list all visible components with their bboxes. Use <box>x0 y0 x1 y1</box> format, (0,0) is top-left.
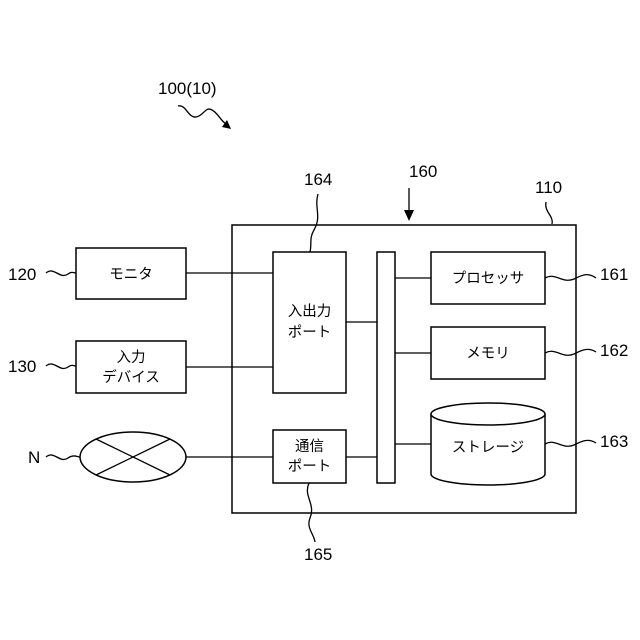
monitor-ref: 120 <box>8 265 36 284</box>
io-port-box <box>273 252 346 393</box>
memory-label: メモリ <box>466 346 510 362</box>
system-ref: 110 <box>535 178 562 197</box>
memory-ref: 162 <box>600 341 628 360</box>
bus-ref: 160 <box>409 162 437 181</box>
bus-arrowhead <box>404 210 414 221</box>
storage-cylinder-top <box>431 403 545 425</box>
figure-label-leader <box>178 106 226 124</box>
processor-label: プロセッサ <box>452 270 525 287</box>
monitor-leader <box>46 271 76 276</box>
storage-ref: 163 <box>600 432 628 451</box>
network-leader <box>46 455 80 460</box>
input-device-ref: 130 <box>8 357 36 376</box>
figure-label: 100(10) <box>158 79 217 98</box>
io-port-label-line1: 入出力 <box>288 303 332 320</box>
comm-port-box <box>273 430 346 483</box>
storage-label: ストレージ <box>452 440 524 456</box>
monitor-label: モニタ <box>109 266 153 283</box>
io-port-ref: 164 <box>304 170 332 189</box>
input-device-label-line2: デバイス <box>102 368 160 386</box>
comm-port-label-line1: 通信 <box>295 438 324 455</box>
comm-port-ref: 165 <box>304 545 332 564</box>
bus-bar <box>377 252 395 483</box>
input-device-label-line1: 入力 <box>117 349 146 366</box>
system-leader <box>546 202 553 224</box>
comm-port-label-line2: ポート <box>288 458 332 475</box>
processor-ref: 161 <box>600 265 628 284</box>
io-port-label-line2: ポート <box>288 324 332 341</box>
network-ref: N <box>28 448 40 467</box>
input-device-leader <box>46 364 76 369</box>
